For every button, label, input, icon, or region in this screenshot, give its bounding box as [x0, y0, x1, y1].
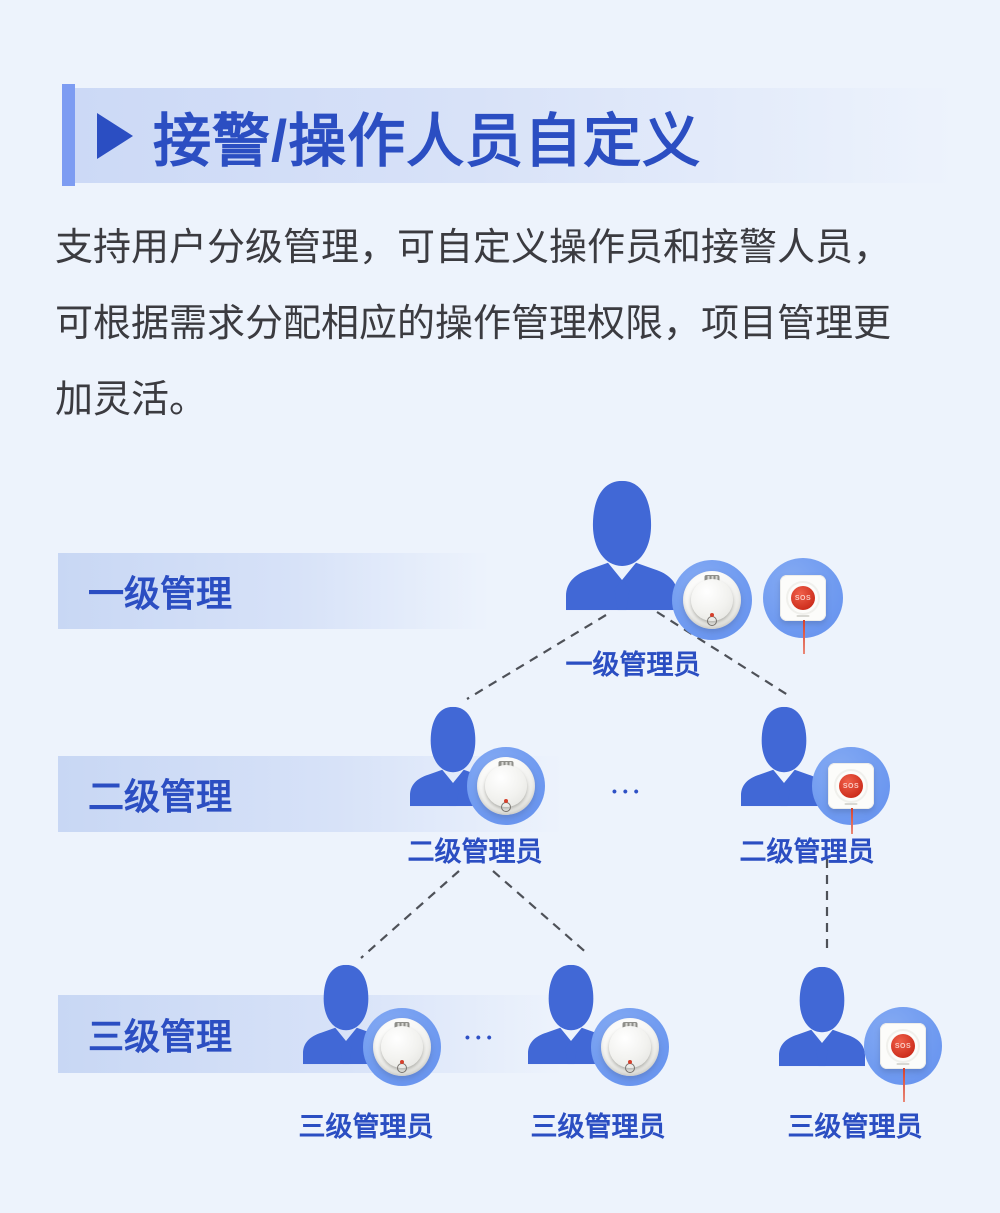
- level3-admin-label: 三级管理员: [298, 1112, 434, 1142]
- sos-button-badge: SOS: [812, 747, 890, 834]
- more-nodes-ellipsis: •••: [612, 783, 645, 799]
- more-nodes-ellipsis: •••: [465, 1029, 498, 1045]
- sos-ring: [886, 1029, 920, 1063]
- sos-ring: [834, 769, 868, 803]
- sos-button-icon: SOS: [880, 1023, 926, 1102]
- play-triangle-icon: [97, 112, 133, 159]
- detector-power-led: [501, 802, 511, 812]
- level3-band-label: 三级管理: [88, 1016, 233, 1057]
- level1-band-label: 一级管理: [88, 573, 233, 614]
- sos-label-mark: [896, 1062, 910, 1065]
- level3-admin-label: 三级管理员: [530, 1112, 666, 1142]
- sos-red-button: SOS: [839, 774, 863, 798]
- smoke-detector-icon: [477, 757, 535, 815]
- sos-pull-cord: [803, 620, 805, 654]
- detector-power-led: [707, 616, 717, 626]
- level3-admin-label: 三级管理员: [787, 1112, 923, 1142]
- smoke-detector-badge: [363, 1008, 441, 1086]
- sos-button-icon: SOS: [780, 575, 826, 654]
- description: 支持用户分级管理，可自定义操作员和接警人员， 可根据需求分配相应的操作管理权限，…: [55, 210, 975, 438]
- level3-admin-person-icon: [779, 960, 865, 1073]
- sos-button-badge: SOS: [763, 558, 843, 654]
- level1-admin-label: 一级管理员: [565, 650, 701, 680]
- section-header: 接警/操作人员自定义: [75, 88, 955, 183]
- sos-button-badge: SOS: [864, 1007, 942, 1102]
- smoke-detector-badge: [591, 1008, 669, 1086]
- sos-red-button: SOS: [891, 1034, 915, 1058]
- smoke-detector-badge: [672, 560, 752, 640]
- smoke-detector-icon: [373, 1018, 431, 1076]
- sos-button-icon: SOS: [828, 763, 874, 834]
- level2-admin-label: 二级管理员: [407, 837, 543, 867]
- detector-power-led: [397, 1063, 407, 1073]
- sos-label-mark: [796, 614, 810, 617]
- level1-band: 一级管理: [58, 553, 490, 629]
- smoke-detector-badge: [467, 747, 545, 825]
- level1-admin-person-icon: [566, 477, 678, 614]
- sos-red-button: SOS: [791, 586, 815, 610]
- detector-power-led: [625, 1063, 635, 1073]
- level2-admin-label: 二级管理员: [739, 837, 875, 867]
- sos-pull-cord: [851, 808, 853, 834]
- page-title: 接警/操作人员自定义: [153, 108, 702, 174]
- header-accent-bar: [62, 84, 75, 186]
- description-line: 可根据需求分配相应的操作管理权限，项目管理更: [55, 303, 892, 345]
- sos-pull-cord: [903, 1068, 905, 1102]
- smoke-detector-icon: [683, 571, 741, 629]
- smoke-detector-icon: [601, 1018, 659, 1076]
- sos-label-mark: [844, 802, 858, 805]
- level2-band-label: 二级管理: [88, 776, 233, 817]
- description-line: 支持用户分级管理，可自定义操作员和接警人员，: [55, 227, 892, 269]
- sos-ring: [786, 581, 820, 615]
- description-line: 加灵活。: [55, 379, 208, 421]
